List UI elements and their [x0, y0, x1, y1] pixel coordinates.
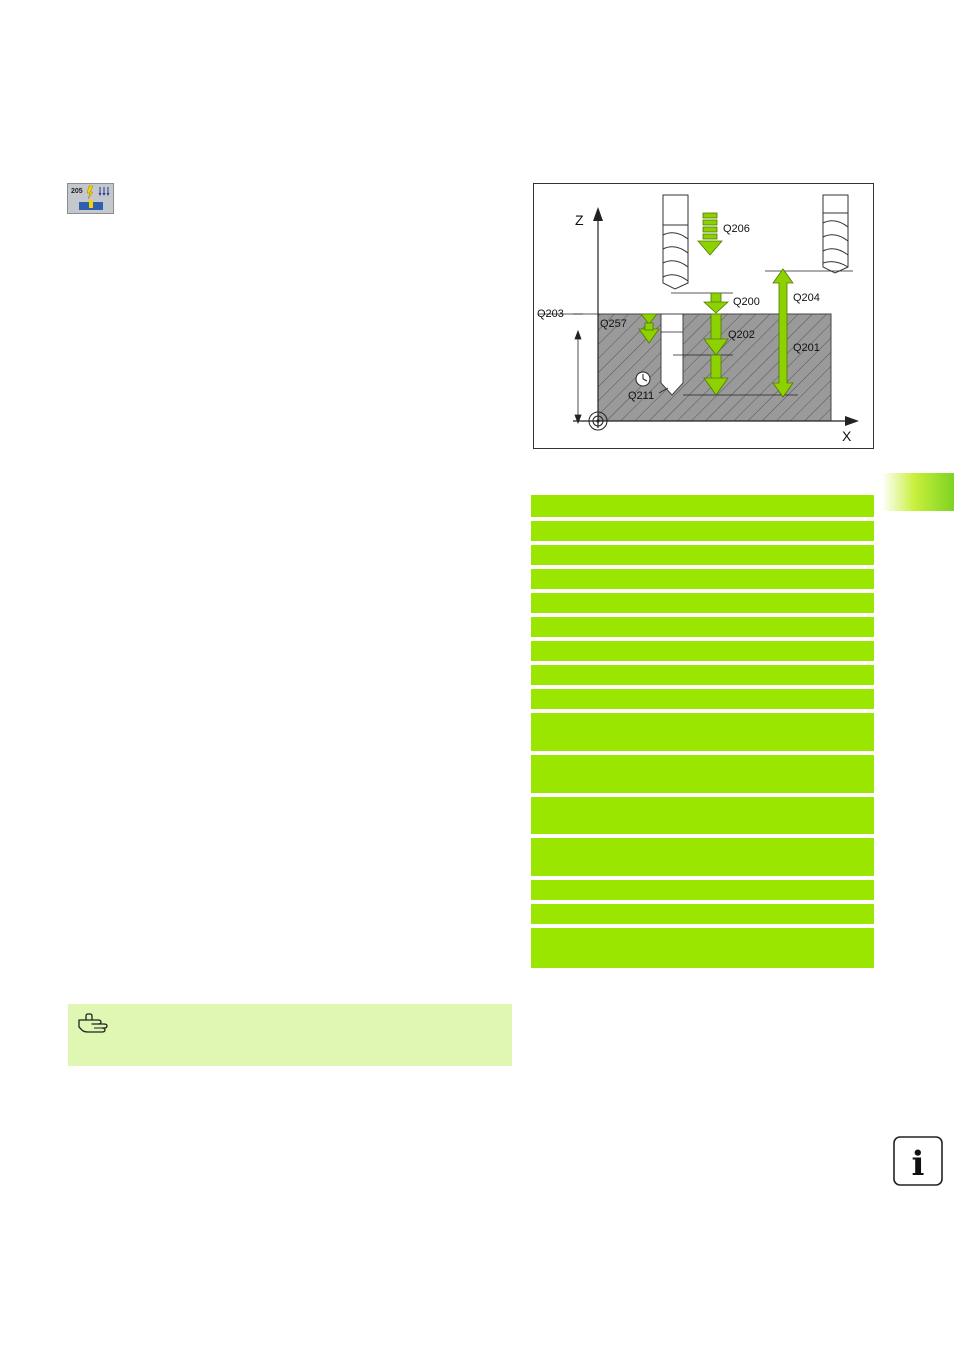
- table-row: [531, 713, 874, 751]
- pointing-hand-icon: [78, 1013, 112, 1035]
- axes: Z X: [573, 207, 859, 444]
- feed-arrow-q206: [697, 212, 723, 256]
- table-row: [531, 797, 874, 834]
- table-row: [531, 641, 874, 661]
- label-q200: Q200: [733, 296, 760, 308]
- arrow-q257: [638, 313, 660, 344]
- axis-z-label: Z: [575, 212, 584, 228]
- parameter-table: [531, 495, 874, 968]
- milling-tool-left: [662, 194, 689, 290]
- svg-text:205: 205: [71, 188, 83, 195]
- svg-text:i: i: [912, 1144, 925, 1184]
- label-q202: Q202: [728, 329, 755, 341]
- label-q201: Q201: [793, 342, 820, 354]
- label-q204: Q204: [793, 292, 820, 304]
- arrow-q202-second: [703, 354, 729, 396]
- table-row: [531, 569, 874, 589]
- table-row: [531, 755, 874, 793]
- table-row: [531, 880, 874, 900]
- arrow-q202: [703, 313, 729, 356]
- label-q211: Q211: [628, 390, 654, 402]
- table-row: [531, 545, 874, 565]
- dwell-time-clock-icon: [635, 371, 669, 394]
- table-row: [531, 928, 874, 968]
- drilling-cycle-diagram: Z X: [533, 183, 874, 449]
- axis-x-label: X: [842, 428, 852, 444]
- milling-tool-right: [822, 194, 849, 274]
- arrow-q200: [702, 292, 730, 314]
- label-q257: Q257: [600, 318, 627, 330]
- cycle-205-softkey-icon: 205: [67, 183, 114, 214]
- table-row: [531, 838, 874, 876]
- arrow-q204-q201: [772, 268, 794, 398]
- table-row: [531, 593, 874, 613]
- label-q203: Q203: [537, 308, 564, 320]
- chapter-tab: [882, 473, 954, 511]
- note-box: [68, 1004, 512, 1066]
- table-row: [531, 617, 874, 637]
- table-row: [531, 495, 874, 517]
- drilled-hole: [660, 313, 684, 396]
- table-row: [531, 665, 874, 685]
- table-row: [531, 521, 874, 541]
- label-q206: Q206: [723, 223, 750, 235]
- dimension-lines: [538, 270, 853, 425]
- table-row: [531, 689, 874, 709]
- table-row: [531, 904, 874, 924]
- info-icon: i: [893, 1136, 943, 1186]
